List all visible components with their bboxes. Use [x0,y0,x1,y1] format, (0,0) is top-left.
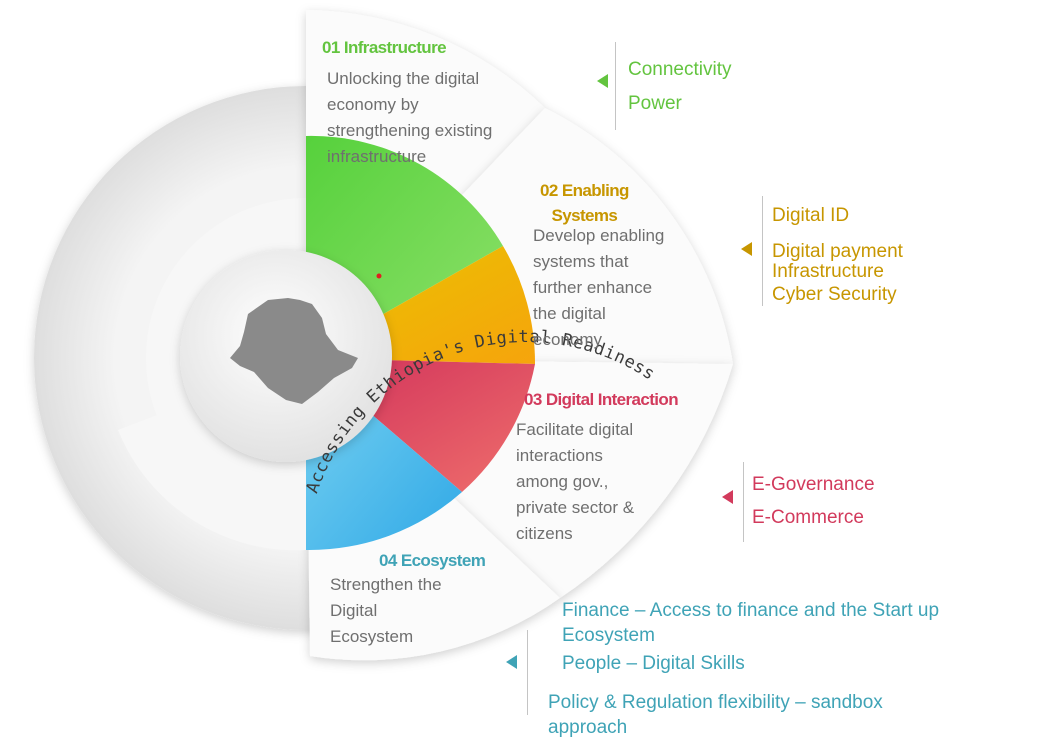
ecosystem-item: Finance – Access to finance and the Star… [562,600,940,646]
ecosystem-item: People – Digital Skills [562,653,745,674]
triangle-left-icon [506,655,517,669]
enabling-title: 02 Enabling Systems [540,181,629,225]
divider [762,196,763,306]
triangle-left-icon [597,74,608,88]
divider [743,462,744,542]
triangle-left-icon [722,490,733,504]
interaction-item: E-Governance [752,474,875,495]
enabling-description: Develop enabling systems that further en… [533,226,665,349]
ethiopia-map-icon [230,298,358,404]
infrastructure-description: Unlocking the digital economy by strengt… [327,69,493,166]
ecosystem-item: Policy & Regulation flexibility – sandbo… [548,692,883,738]
divider [527,630,528,715]
infrastructure-item: Power [628,93,682,114]
ecosystem-description: Strengthen the Digital Ecosystem [330,575,442,646]
enabling-item: Digital ID [772,205,850,226]
interaction-title: 03 Digital Interaction [524,390,679,409]
infrastructure-item: Connectivity [628,59,732,80]
triangle-left-icon [741,242,752,256]
enabling-item: Digital payment Infrastructure [772,241,903,282]
divider [615,42,616,130]
ecosystem-title: 04 Ecosystem [379,551,486,570]
enabling-item: Cyber Security [772,284,897,305]
infrastructure-title: 01 Infrastructure [322,38,447,57]
interaction-description: Facilitate digital interactions among go… [516,420,635,543]
red-dot [376,273,382,279]
interaction-item: E-Commerce [752,507,864,528]
